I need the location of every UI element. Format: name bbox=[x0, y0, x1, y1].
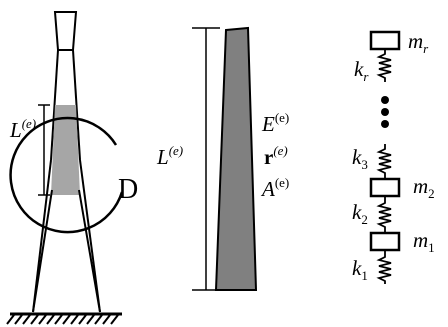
spring-2-label: k2 bbox=[352, 200, 368, 227]
spring-mass-model: mr m2 m1 kr k3 k2 k1 bbox=[352, 29, 435, 284]
ground-hatch-mark bbox=[22, 314, 31, 325]
detail-circle bbox=[9, 116, 124, 234]
elastic-modulus-label: E(e) bbox=[261, 110, 289, 136]
mass-2-label: m2 bbox=[413, 174, 435, 201]
tapered-element bbox=[214, 26, 258, 291]
mass-1 bbox=[369, 231, 401, 252]
tower-left-leg-inner bbox=[32, 189, 53, 313]
ground-hatch-mark bbox=[86, 314, 95, 325]
ground-hatch-mark bbox=[54, 314, 63, 325]
ground-hatch-mark bbox=[110, 314, 119, 325]
ground-hatch-mark bbox=[14, 314, 23, 325]
tower-drawing: L(e) D bbox=[6, 11, 138, 325]
ground-hatch-mark bbox=[46, 314, 55, 325]
ellipsis-dot-1 bbox=[381, 96, 389, 104]
ellipsis-dot-2 bbox=[381, 108, 389, 116]
ground-hatch-mark bbox=[62, 314, 71, 325]
tower-element-length-label: L(e) bbox=[9, 116, 36, 142]
tower-highlighted-element bbox=[51, 105, 80, 195]
mass-r bbox=[369, 30, 401, 51]
ground-hatch-mark bbox=[102, 314, 111, 325]
spring-1 bbox=[376, 250, 392, 284]
element-drawing: L(e) E(e) r(e) A(e) bbox=[156, 26, 289, 291]
spring-1-label: k1 bbox=[352, 256, 368, 283]
ground-hatch-mark bbox=[78, 314, 87, 325]
tower-top bbox=[53, 11, 78, 51]
mass-1-label: m1 bbox=[413, 228, 435, 255]
ellipsis-dot-3 bbox=[381, 120, 389, 128]
spring-3-label: k3 bbox=[352, 145, 368, 172]
spring-r-label: kr bbox=[354, 57, 369, 84]
density-label: r(e) bbox=[264, 143, 288, 169]
detail-label: D bbox=[118, 174, 138, 205]
spring-2 bbox=[376, 196, 392, 233]
tower-right-leg-inner bbox=[78, 189, 101, 313]
mass-2 bbox=[369, 177, 401, 198]
tower-upper-right-edge bbox=[72, 49, 81, 161]
ground-hatch-mark bbox=[94, 314, 103, 325]
ground-hatching bbox=[6, 314, 119, 325]
mass-r-label: mr bbox=[408, 29, 429, 56]
spring-3 bbox=[376, 144, 392, 179]
tower-upper-left-edge bbox=[50, 49, 59, 161]
ground-hatch-mark bbox=[38, 314, 47, 325]
ground-hatch-mark bbox=[30, 314, 39, 325]
element-length-label: L(e) bbox=[156, 143, 183, 169]
ground-hatch-mark bbox=[70, 314, 79, 325]
spring-r bbox=[376, 49, 392, 82]
ground-hatch-mark bbox=[6, 314, 15, 325]
area-label: A(e) bbox=[260, 175, 289, 201]
tower-right-leg bbox=[79, 159, 101, 313]
